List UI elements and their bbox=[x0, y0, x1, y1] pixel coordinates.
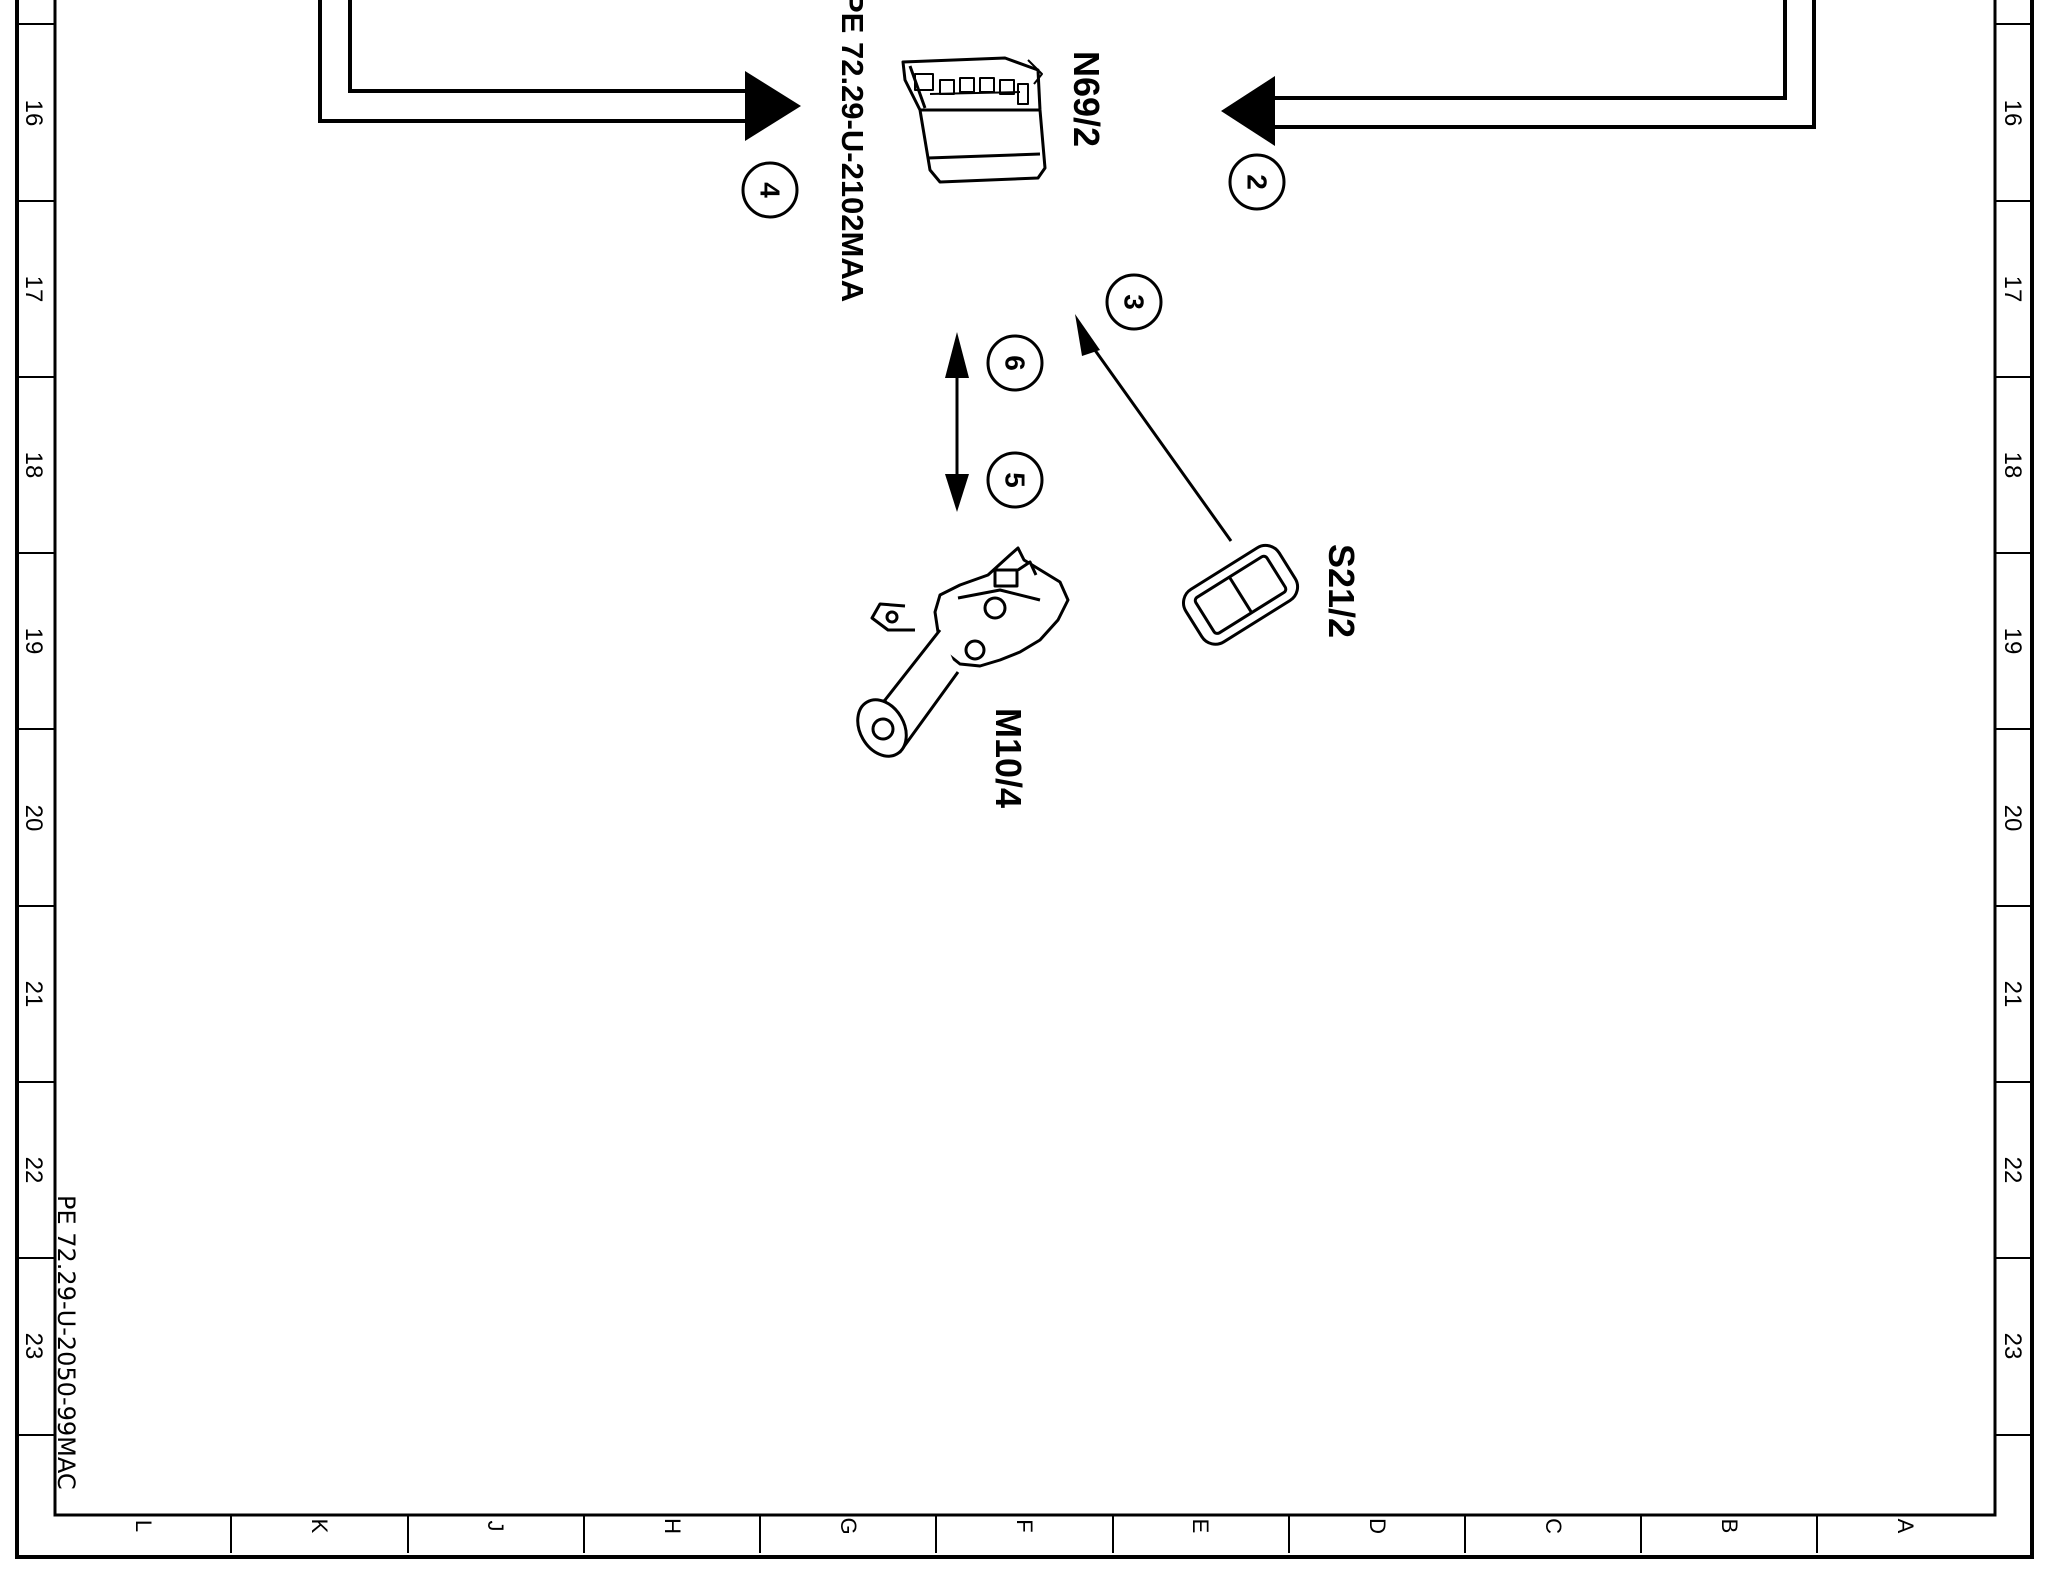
row-label-19-left: 19 bbox=[20, 628, 47, 655]
footer-reference-code: PE 72.29-U-2050-99MAC bbox=[52, 1195, 80, 1490]
row-label-21-left: 21 bbox=[20, 981, 47, 1008]
row-label-23-right: 23 bbox=[1999, 1333, 2026, 1360]
window-motor-label: M10/4 bbox=[988, 708, 1029, 808]
bottom-column-labels: L K J H G F E D C B A bbox=[131, 1517, 1918, 1534]
window-switch-icon bbox=[1182, 543, 1300, 646]
right-row-labels: 16 17 18 19 20 21 22 23 bbox=[1999, 100, 2026, 1360]
column-label-a: A bbox=[1893, 1519, 1918, 1534]
callout-6: 6 bbox=[986, 334, 1044, 392]
column-label-l: L bbox=[131, 1520, 156, 1532]
callout-5: 5 bbox=[986, 451, 1044, 509]
control-module-icon bbox=[901, 56, 1047, 184]
column-label-h: H bbox=[660, 1518, 685, 1534]
row-label-16-right: 16 bbox=[1999, 100, 2026, 127]
row-label-21-right: 21 bbox=[1999, 981, 2026, 1008]
column-label-c: C bbox=[1541, 1518, 1566, 1534]
callout-3: 3 bbox=[1105, 273, 1163, 331]
control-module-label: N69/2 bbox=[1066, 51, 1107, 147]
row-label-23-left: 23 bbox=[20, 1333, 47, 1360]
outer-border bbox=[15, 0, 2034, 1559]
callout-5-label: 5 bbox=[1000, 472, 1031, 488]
callout-4-label: 4 bbox=[755, 182, 786, 198]
column-label-j: J bbox=[483, 1521, 508, 1532]
row-label-20-left: 20 bbox=[20, 805, 47, 832]
left-signal-arrow bbox=[318, 0, 801, 141]
column-label-k: K bbox=[307, 1519, 332, 1534]
bidirectional-arrow bbox=[945, 332, 969, 512]
callout-2: 2 bbox=[1228, 153, 1286, 211]
left-row-labels: 16 17 18 19 20 21 22 23 bbox=[20, 100, 47, 1360]
row-label-16-left: 16 bbox=[20, 100, 47, 127]
row-label-20-right: 20 bbox=[1999, 805, 2026, 832]
callout-3-label: 3 bbox=[1119, 294, 1150, 310]
column-label-d: D bbox=[1365, 1518, 1390, 1534]
sheet-frame bbox=[15, 0, 2034, 1559]
diagram-title-code: PE 72.29-U-2102MAA bbox=[835, 0, 870, 302]
bottom-column-ticks bbox=[230, 1515, 1818, 1553]
column-label-g: G bbox=[836, 1517, 861, 1534]
row-label-18-right: 18 bbox=[1999, 452, 2026, 479]
row-label-18-left: 18 bbox=[20, 452, 47, 479]
column-label-e: E bbox=[1188, 1519, 1213, 1534]
row-label-19-right: 19 bbox=[1999, 628, 2026, 655]
window-motor-icon bbox=[856, 546, 1070, 758]
callout-6-label: 6 bbox=[1000, 355, 1031, 371]
window-switch-label: S21/2 bbox=[1321, 544, 1362, 638]
row-label-17-left: 17 bbox=[20, 276, 47, 303]
row-label-17-right: 17 bbox=[1999, 276, 2026, 303]
inner-border bbox=[53, 0, 1997, 1517]
right-signal-arrow bbox=[1221, 0, 1816, 146]
column-label-b: B bbox=[1717, 1519, 1742, 1534]
row-label-22-left: 22 bbox=[20, 1157, 47, 1184]
column-label-f: F bbox=[1012, 1519, 1037, 1532]
callout-4: 4 bbox=[741, 161, 799, 219]
switch-to-module-arrow bbox=[1075, 314, 1233, 542]
callout-2-label: 2 bbox=[1242, 174, 1273, 190]
right-row-ticks bbox=[1995, 23, 2032, 1436]
left-row-ticks bbox=[17, 23, 55, 1436]
row-label-22-right: 22 bbox=[1999, 1157, 2026, 1184]
